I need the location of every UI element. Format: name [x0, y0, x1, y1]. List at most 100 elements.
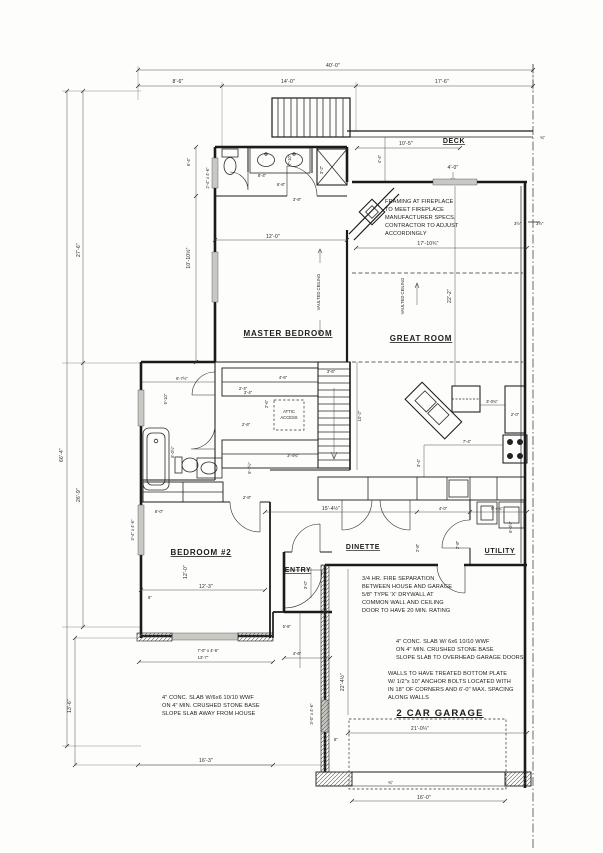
- utility-label: UTILITY: [485, 548, 516, 555]
- dim-bed2-closet: 6'-0": [155, 509, 164, 514]
- toilet2-icon: [181, 457, 199, 473]
- bedroom2-side-window: [137, 504, 145, 556]
- shower-stall: [316, 148, 348, 186]
- dim-patio-height: 13'-6": [67, 699, 73, 713]
- dim-overall-width: 40'-0": [326, 63, 340, 69]
- dishwasher-icon: [448, 479, 469, 498]
- svg-text:4" CONC. SLAB W/6x6 10/10 WWF: 4" CONC. SLAB W/6x6 10/10 WWF: [162, 695, 254, 701]
- dim-great-room-width: 17'-10¾": [417, 241, 438, 247]
- dim-garage-window: 3'-0" x 4'-6": [309, 703, 314, 725]
- dim-entry-b: 5'-8": [283, 624, 292, 629]
- garage-door-jamb-left: [315, 771, 353, 787]
- bedroom2-rear-window: [171, 632, 239, 641]
- kitchen-sink-right: [427, 402, 450, 426]
- dim-bath-a: 8'-4": [258, 173, 267, 178]
- entry-label: ENTRY: [285, 567, 311, 574]
- sink-left-icon: [257, 153, 275, 167]
- stair-hall: ATTIC ACCESS 4'-6" 3'-6" 3'-4" 2'-6" 2'-…: [221, 361, 362, 471]
- master-bath: 6'-4" 2'-4" x 4'-6" 8'-4" 6'-8" 3'-8" 7'…: [186, 144, 348, 365]
- svg-text:ALONG WALLS: ALONG WALLS: [388, 695, 429, 701]
- entry-inner-door: [291, 523, 321, 553]
- bath2: 6'-7½" 5'-10" 2'-4" 5'-0½" 5'-7½": [141, 362, 252, 491]
- hatched-walls: [136, 564, 532, 787]
- svg-text:WALLS TO HAVE TREATED BOTTOM P: WALLS TO HAVE TREATED BOTTOM PLATE: [388, 671, 507, 677]
- entry: ENTRY 3'-0" 5'-8" 4'-6": [281, 523, 333, 668]
- dim-patio-width: 16'-3": [199, 758, 213, 764]
- hall-door: [190, 424, 216, 450]
- dim-patio-window: 7'-0" x 4'-6": [197, 648, 219, 653]
- garage-slab-note: 4" CONC. SLAB W/ 6x6 10/10 WWF ON 4" MIN…: [396, 639, 524, 661]
- dryer-icon: [498, 501, 525, 529]
- range-icon: [502, 434, 528, 464]
- garage: 3/4 HR. FIRE SEPARATION BETWEEN HOUSE AN…: [309, 562, 530, 804]
- dim-bed2-door: 2'-8": [243, 495, 252, 500]
- utility-door: [441, 519, 471, 549]
- dim-hall-a: 2'-6": [264, 399, 269, 408]
- fireplace-flue: [358, 198, 386, 226]
- fire-separation-note: 3/4 HR. FIRE SEPARATION BETWEEN HOUSE AN…: [362, 576, 452, 614]
- washer-icon: [476, 501, 498, 525]
- dim-closet-d: 3'-4": [244, 390, 253, 395]
- toilet-icon: [223, 157, 237, 175]
- fireplace-note: FRAMING AT FIREPLACE TO MEET FIREPLACE M…: [385, 199, 459, 237]
- svg-text:FRAMING AT FIREPLACE: FRAMING AT FIREPLACE: [385, 199, 453, 205]
- closet-door-1: [341, 499, 373, 531]
- master-vaulted-ceiling-label: VAULTED CEILING: [316, 274, 321, 311]
- dinette-label: DINETTE: [346, 544, 380, 551]
- dim-entry-a: 3'-0": [303, 580, 308, 589]
- dim-din-a: 4'-0": [439, 506, 448, 511]
- dim-kit-b: 2'-0": [511, 412, 520, 417]
- svg-text:W/ 1/2"x 10" ANCHOR BOLTS LOCA: W/ 1/2"x 10" ANCHOR BOLTS LOCATED WITH: [388, 679, 511, 685]
- master-bedroom: 12'-0" 10'-10½" MASTER BEDROOM VAULTED C…: [185, 230, 350, 363]
- vanity2-counter: [196, 457, 223, 479]
- dim-stair-width: 3'-6": [327, 369, 336, 374]
- great-room: 17'-10¾" GREAT ROOM VAULTED CEILING 22'-…: [352, 186, 530, 386]
- dim-din-door: 2'-8": [415, 543, 420, 552]
- dim-closet-a: 4'-6": [279, 375, 288, 380]
- bedroom2-door: [229, 501, 261, 533]
- dim-bath2-a: 6'-7½": [176, 376, 188, 381]
- bath2-door: [191, 371, 216, 396]
- dim-garage-width: 21'-0¼": [411, 726, 429, 732]
- dim-kit-d: 3'-4": [416, 458, 421, 467]
- dim-property-offset: ¾": [540, 135, 545, 140]
- svg-text:CONTRACTOR TO ADJUST: CONTRACTOR TO ADJUST: [385, 223, 459, 229]
- bedroom2: BEDROOM #2 12'-0" 12'-3" 6'-0" 2'-8" 6" …: [130, 481, 271, 638]
- dim-bed2-window: 3'-4" x 4'-6": [130, 519, 135, 541]
- deck-area: DECK 10'-5" 4'-0" 4'-4": [271, 97, 533, 183]
- garage-label: 2 CAR GARAGE: [396, 708, 483, 719]
- svg-text:ON 4" MIN. CRUSHED STONE BASE: ON 4" MIN. CRUSHED STONE BASE: [396, 647, 494, 653]
- dim-wall-a: 3½": [514, 221, 522, 226]
- svg-text:3/4 HR. FIRE SEPARATION: 3/4 HR. FIRE SEPARATION: [362, 576, 434, 582]
- wc-door: [229, 171, 249, 191]
- dim-garage-34: ¾": [388, 780, 393, 785]
- dim-top-mid: 14'-0": [281, 79, 295, 85]
- dim-closet-e: 3'-4¾": [287, 453, 299, 458]
- dinette-utility: DINETTE UTILITY 15'-4½" 4'-0" 5'-4¾" 2'-…: [262, 476, 530, 565]
- svg-text:COMMON WALL AND CEILING: COMMON WALL AND CEILING: [362, 600, 444, 606]
- dim-bath-c: 3'-8": [293, 197, 302, 202]
- garage-service-door: [436, 564, 466, 594]
- dim-stair-height: 10'-2": [357, 410, 362, 421]
- svg-text:ACCORDINGLY: ACCORDINGLY: [385, 231, 427, 237]
- dim-left-lower: 26'-9": [76, 488, 82, 502]
- dim-bath-height: 6'-4": [186, 157, 191, 166]
- master-bedroom-label: MASTER BEDROOM: [244, 329, 333, 338]
- deck-door-opening: [432, 178, 478, 186]
- fireplace: FRAMING AT FIREPLACE TO MEET FIREPLACE M…: [348, 187, 459, 241]
- dim-top-right: 17'-6": [435, 79, 449, 85]
- dim-bath2-b: 5'-10": [163, 393, 168, 404]
- dim-bath-b: 6'-8": [277, 182, 286, 187]
- patio: 4" CONC. SLAB W/6x6 10/10 WWF ON 4" MIN.…: [67, 635, 330, 768]
- dim-patio-a: 13'-7": [198, 655, 209, 660]
- dim-utility-height: 6'-0½": [508, 521, 513, 533]
- dim-left-overall: 66'-4": [59, 448, 65, 462]
- vanity-counter: [249, 147, 311, 174]
- patio-slab-note: 4" CONC. SLAB W/6x6 10/10 WWF ON 4" MIN.…: [162, 695, 260, 717]
- dim-kit-a: 3'-0¾": [486, 399, 498, 404]
- dim-bed2-width: 12'-3": [199, 584, 213, 590]
- dim-vanity: 7'-10": [287, 154, 292, 165]
- dim-garage-door: 16'-0": [417, 795, 431, 801]
